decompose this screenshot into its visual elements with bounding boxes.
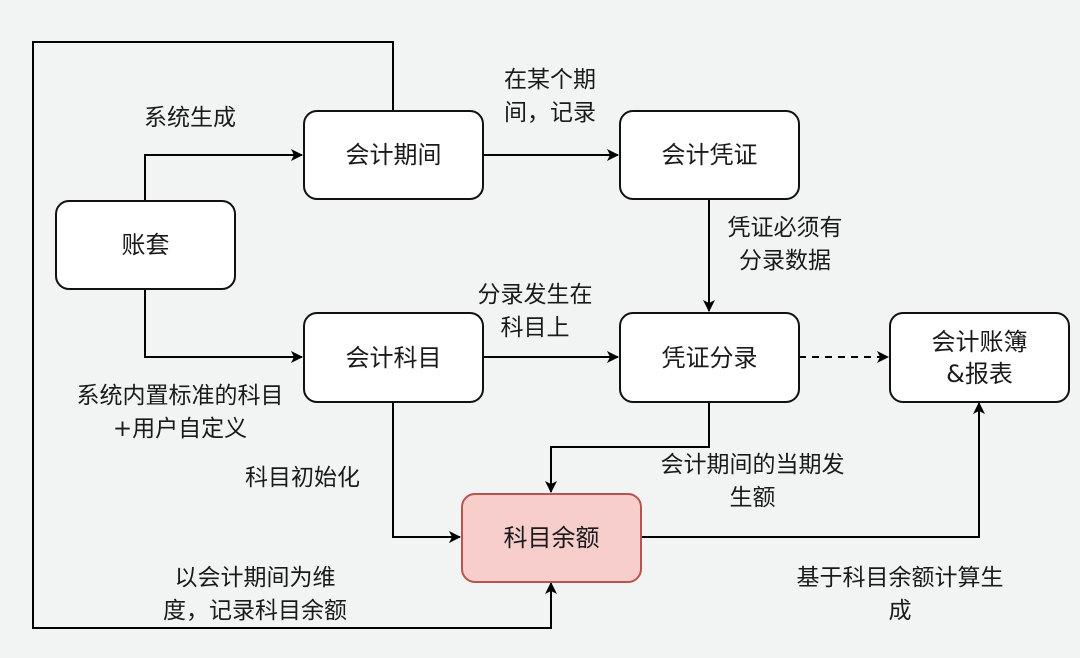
label-voucher-must-have-entries: 凭证必须有 分录数据 (727, 215, 843, 274)
edge-ledger-to-period (144, 149, 303, 200)
edge-entry-to-balance (545, 402, 710, 493)
node-ledger-set[interactable]: 账套 (55, 200, 236, 290)
label-subject-init: 科目初始化 (245, 465, 360, 491)
label-period-amount: 会计期间的当期发 生额 (660, 452, 845, 511)
label-record-balance-by-period: 以会计期间为维 度，记录科目余额 (163, 565, 347, 624)
node-accounting-subject[interactable]: 会计科目 (303, 312, 484, 403)
label-builtin-plus-custom: 系统内置标准的科目 +用户自定义 (76, 383, 284, 442)
node-accounting-period[interactable]: 会计期间 (303, 110, 484, 200)
edge-period-loop-to-balance (32, 41, 557, 629)
label-system-generated: 系统生成 (144, 105, 236, 131)
label-entry-on-subject: 分录发生在 科目上 (477, 282, 593, 341)
node-accounting-voucher[interactable]: 会计凭证 (619, 110, 800, 200)
node-subject-balance[interactable]: 科目余额 (461, 493, 642, 583)
node-books-reports[interactable]: 会计账簿 &报表 (889, 312, 1070, 403)
edge-balance-to-books (641, 402, 985, 538)
label-generated-from-balance: 基于科目余额计算生 成 (796, 565, 1004, 624)
label-record-in-period: 在某个期 间，记录 (504, 67, 596, 126)
edge-ledger-to-subject (144, 289, 303, 363)
edge-subject-to-balance (392, 402, 461, 543)
node-voucher-entry[interactable]: 凭证分录 (619, 312, 800, 403)
